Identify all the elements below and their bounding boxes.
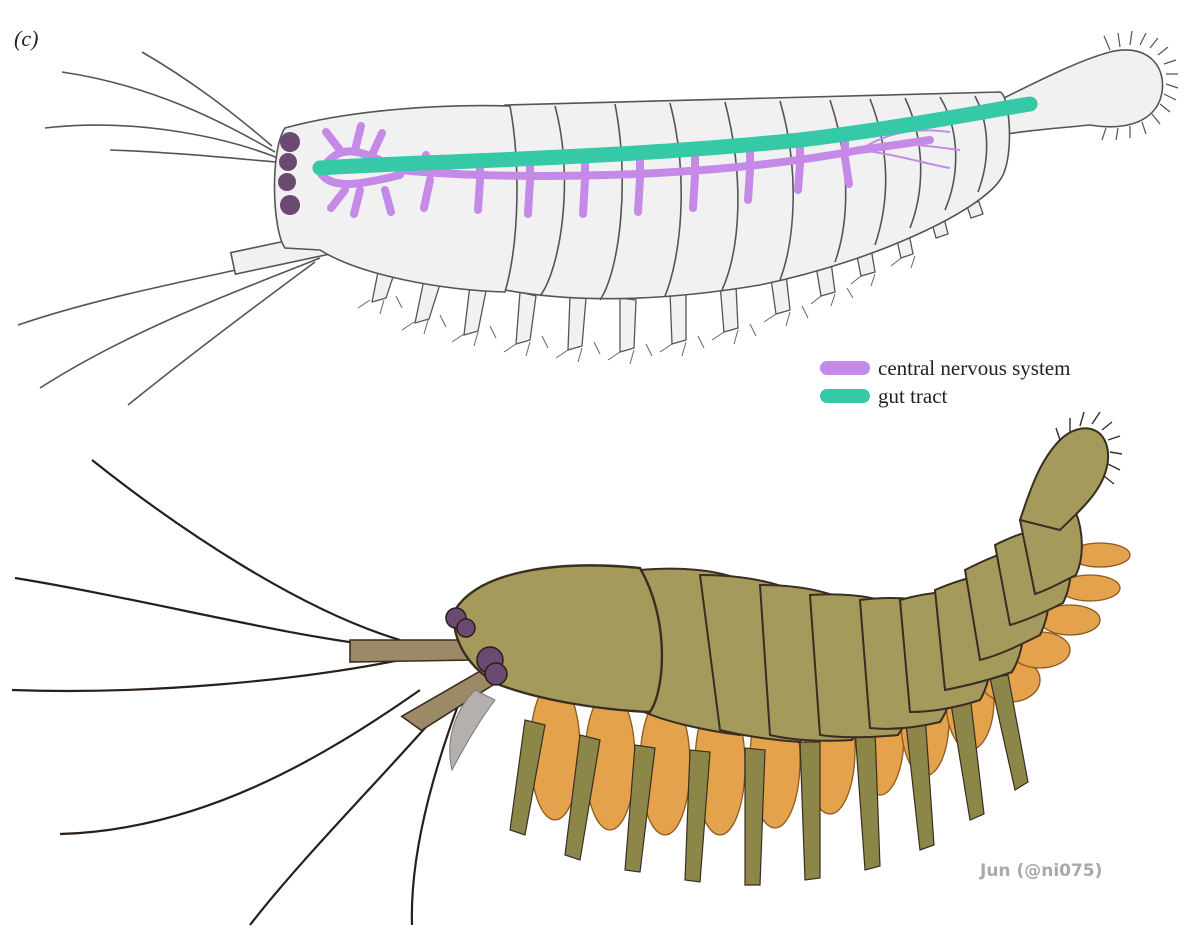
eyes <box>278 132 300 215</box>
lower-antennae <box>17 230 335 406</box>
legend-item-gut-tract: gut tract <box>820 382 1070 410</box>
legend-label: gut tract <box>878 383 948 408</box>
gut-tract-swatch <box>820 389 870 403</box>
legend-label: central nervous system <box>878 355 1071 380</box>
nervous-system-swatch <box>820 361 870 375</box>
legend: central nervous system gut tract <box>820 354 1070 410</box>
reconstruction-legs <box>509 674 1029 886</box>
panel-label: (c) <box>14 26 39 51</box>
leg-bristles <box>357 255 916 365</box>
artist-credit: Jun (@ni075) <box>980 861 1103 881</box>
frontal-spines <box>449 689 496 772</box>
gut-tract <box>312 96 1038 176</box>
legend-item-nervous-system: central nervous system <box>820 354 1070 382</box>
reconstruction-eyes <box>445 607 508 686</box>
upper-antennae <box>44 51 279 163</box>
reconstruction-illustration <box>11 411 1131 926</box>
reconstruction-antennae <box>11 459 462 926</box>
reconstruction-tail <box>1018 411 1123 532</box>
tergites <box>639 508 1083 744</box>
tail <box>999 30 1179 141</box>
